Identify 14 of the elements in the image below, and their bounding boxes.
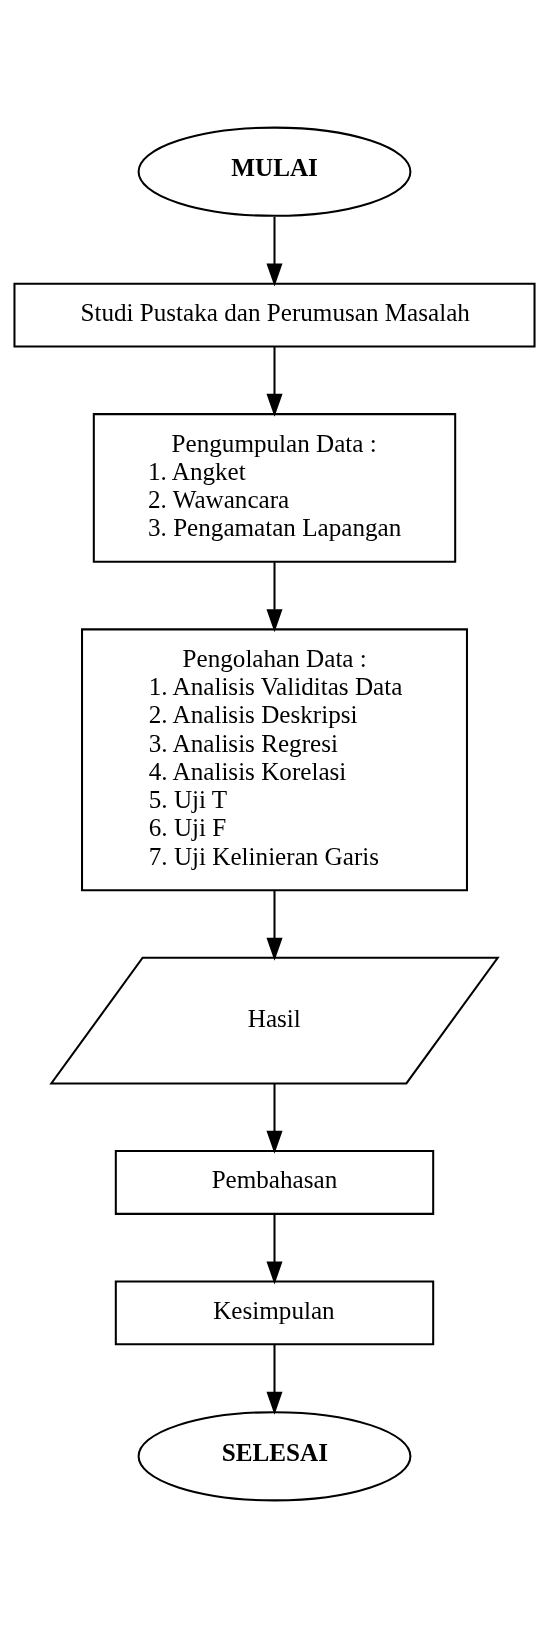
arrow <box>266 1083 283 1154</box>
arrow <box>266 216 283 286</box>
arrow <box>266 1344 283 1415</box>
node-ellipse: SELESAI <box>137 1410 412 1501</box>
arrow <box>266 890 283 961</box>
node-box: Kesimpulan <box>114 1279 435 1345</box>
node-ellipse: MULAI <box>137 126 412 217</box>
node-box: Pengumpulan Data : 1. Angket 2. Wawancara 3. Pengamatan Lapangan <box>92 412 457 563</box>
node-box: Studi Pustaka dan Perumusan Masalah <box>13 282 536 348</box>
node-box: Pengolahan Data : 1. Analisis Validitas Data 2. Analisis Deskripsi 3. Analisis Regresi 4. Analisis Korelasi 5. Uji T 6. Uji F 7. Uji Kelinieran Garis <box>81 627 468 891</box>
arrow <box>266 1213 283 1284</box>
node-box: Pembahasan <box>114 1149 435 1215</box>
arrow <box>266 346 283 417</box>
arrow <box>266 561 283 632</box>
